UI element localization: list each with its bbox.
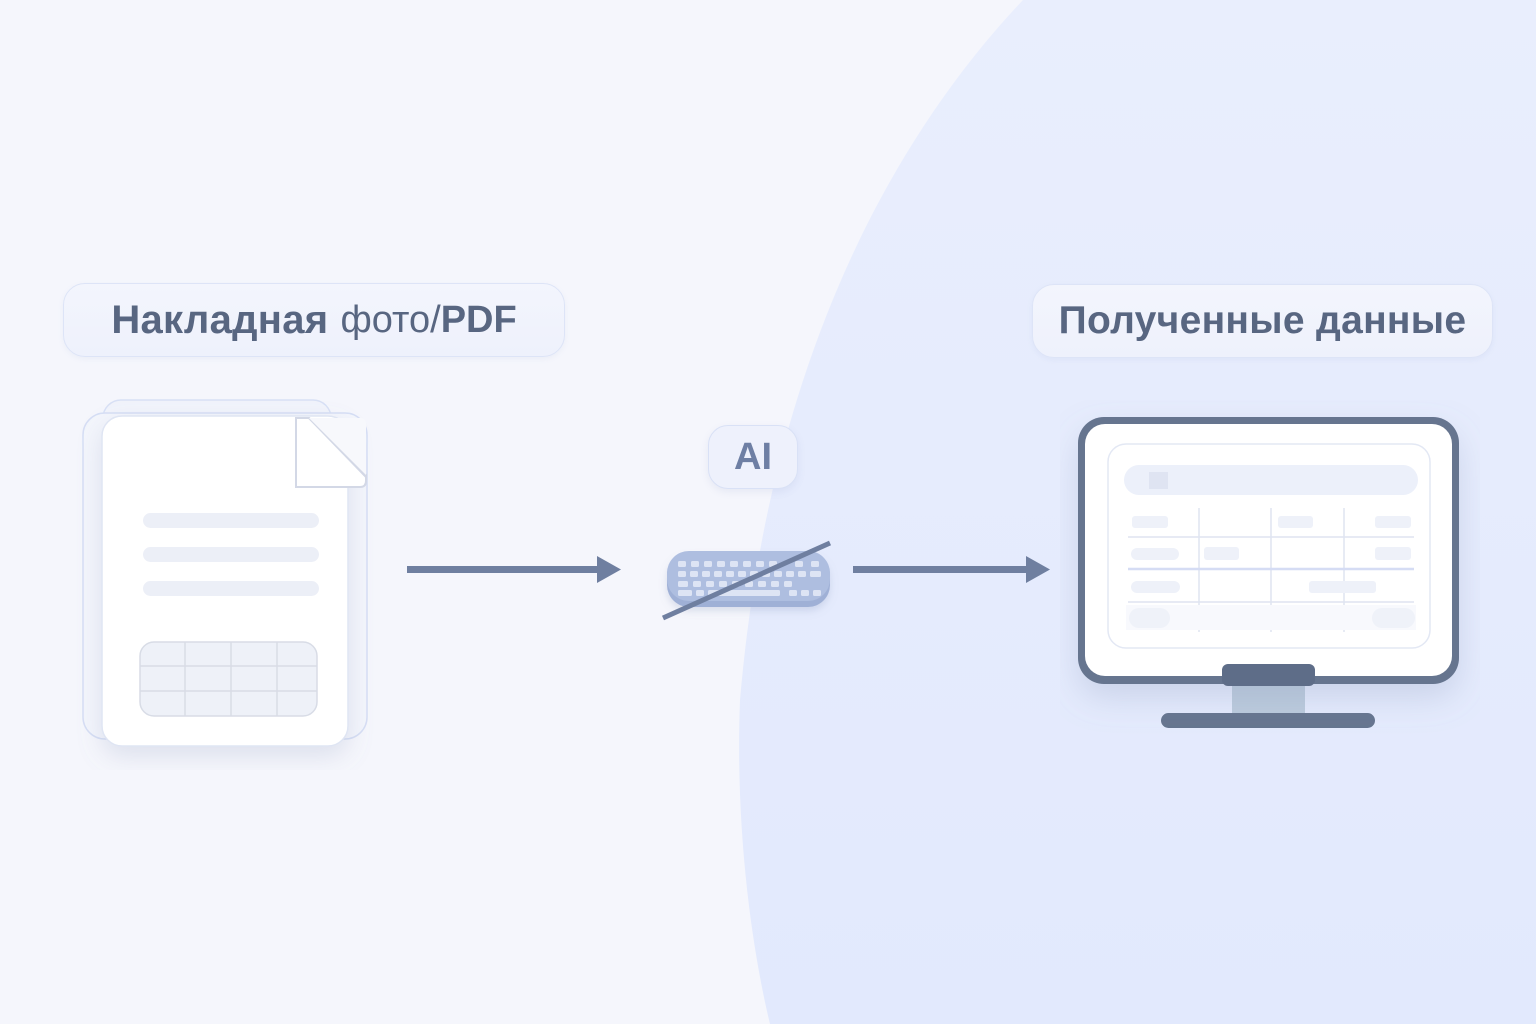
ai-badge: AI [708,425,798,489]
invoice-document-icon [82,399,368,747]
result-label-title: Полученные данные [1058,299,1467,342]
result-label: Полученные данные [1032,284,1493,358]
crossed-keyboard-icon [661,540,832,621]
arrow-right-icon [853,556,1050,583]
invoice-label-format: фото/PDF [340,298,517,341]
invoice-label-title: Накладная [111,297,329,342]
invoice-label: Накладная фото/PDF [63,283,565,357]
arrow-right-icon [407,556,621,583]
monitor-data-icon [1078,417,1459,728]
